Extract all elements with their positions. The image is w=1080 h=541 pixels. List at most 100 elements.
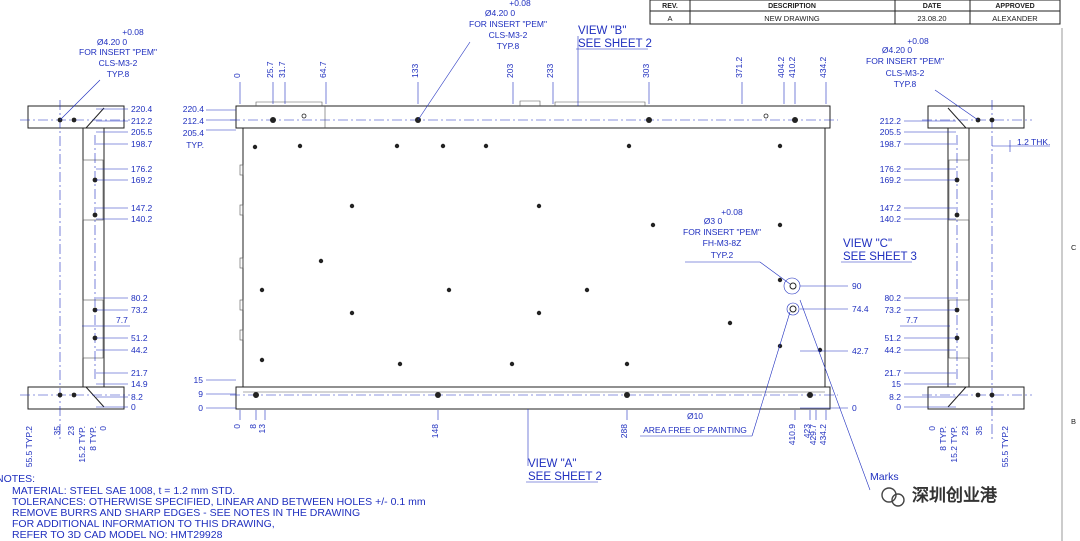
watermark: 深圳创业港	[881, 485, 998, 507]
svg-text:FH-M3-8Z: FH-M3-8Z	[703, 238, 742, 248]
hole-16	[349, 310, 355, 316]
hole-4	[483, 143, 489, 149]
view-a-reference: VIEW "A" SEE SHEET 2	[526, 409, 602, 483]
hole-7	[349, 203, 355, 209]
svg-text:SEE SHEET 2: SEE SHEET 2	[578, 38, 652, 50]
svg-text:CLS-M3-2: CLS-M3-2	[489, 30, 528, 40]
left-side-x-dim-4: 8 TYP.	[88, 426, 98, 451]
note-tolerances: TOLERANCES: OTHERWISE SPECIFIED, LINEAR …	[12, 496, 426, 508]
main-right-dim-3: 0	[852, 403, 857, 413]
view-b-reference: VIEW "B" SEE SHEET 2	[576, 25, 652, 106]
svg-text:VIEW "A": VIEW "A"	[528, 458, 576, 470]
hole-21	[509, 361, 515, 367]
right-side-dim-12: 15	[892, 379, 902, 389]
hole-6	[777, 143, 783, 149]
bottom-dim-1: 8	[248, 424, 258, 429]
left-side-small-dim: 7.7	[116, 315, 128, 325]
svg-text:CLS-M3-2: CLS-M3-2	[886, 68, 925, 78]
svg-text:SEE SHEET 3: SEE SHEET 3	[843, 251, 917, 263]
bottom-dim-6: 423	[802, 424, 812, 438]
right-side-x-dim-4: 35	[974, 426, 984, 436]
left-side-dim-1: 212.2	[131, 116, 153, 126]
right-side-dim-1: 205.5	[880, 127, 902, 137]
right-side-dim-14: 0	[896, 402, 901, 412]
svg-text:TYP.8: TYP.8	[497, 41, 520, 51]
thickness-callout: 1.2 THK.	[992, 137, 1050, 152]
marks-label: Marks	[870, 471, 899, 483]
right-side-holes	[954, 117, 995, 398]
edge-slot-3	[239, 299, 244, 311]
hole-10	[777, 222, 783, 228]
hole-22	[624, 361, 630, 367]
hole-19	[259, 357, 265, 363]
hole-2	[394, 143, 400, 149]
left-side-dim-5: 169.2	[131, 175, 153, 185]
svg-text:1.2 THK.: 1.2 THK.	[1017, 137, 1050, 147]
left-side-dim-6: 147.2	[131, 203, 153, 213]
svg-text:TYP.2: TYP.2	[711, 250, 734, 260]
edge-slot-4	[239, 329, 244, 341]
top-dim-1: 25.7	[265, 61, 275, 78]
svg-text:FOR INSERT "PEM": FOR INSERT "PEM"	[683, 227, 761, 237]
fh-insert-callout: +0.08 Ø3 0 FOR INSERT "PEM" FH-M3-8Z TYP…	[683, 207, 801, 316]
left-side-dim-2: 205.5	[131, 127, 153, 137]
left-side-view	[20, 100, 130, 440]
right-side-dim-11: 21.7	[884, 368, 901, 378]
right-insert-callout: +0.08 Ø4.20 0 FOR INSERT "PEM" CLS-M3-2 …	[866, 36, 979, 121]
left-side-dim-14: 8.2	[131, 392, 143, 402]
notes-heading: NOTES:	[0, 473, 35, 485]
left-side-dim-3: 198.7	[131, 139, 153, 149]
top-dim-2: 31.7	[277, 61, 287, 78]
left-side-dim-4: 176.2	[131, 164, 153, 174]
svg-text:Ø4.20 0: Ø4.20 0	[882, 45, 913, 55]
main-left-dim-1: 212.4	[183, 116, 205, 126]
top-dim-9: 404.2	[776, 56, 786, 78]
left-side-dim-11: 44.2	[131, 345, 148, 355]
hole-3	[440, 143, 446, 149]
main-left-dim-3: TYP.	[186, 140, 204, 150]
left-insert-callout: +0.08 Ø4.20 0 FOR INSERT "PEM" CLS-M3-2 …	[59, 27, 157, 121]
left-side-x-dim-0: 55.5 TYP.2	[24, 426, 34, 468]
hole-15	[777, 277, 783, 283]
right-side-dim-13: 8.2	[889, 392, 901, 402]
bottom-dim-4: 288	[619, 424, 629, 438]
main-part-view	[230, 100, 838, 410]
svg-text:AREA FREE OF PAINTING: AREA FREE OF PAINTING	[643, 425, 747, 435]
small-top-hole-b	[763, 113, 769, 119]
right-hole-7	[954, 335, 960, 341]
right-side-dim-4: 169.2	[880, 175, 902, 185]
left-hole-5	[92, 212, 98, 218]
hole-17	[536, 310, 542, 316]
left-hole-6	[92, 307, 98, 313]
top-dim-4: 133	[410, 64, 420, 78]
drawing-notes: NOTES: MATERIAL: STEEL SAE 1008, t = 1.2…	[0, 473, 426, 541]
right-side-dim-2: 198.7	[880, 139, 902, 149]
edge-slot-0	[239, 164, 244, 176]
right-hole-5	[954, 212, 960, 218]
right-hole-3	[975, 392, 981, 398]
svg-text:Ø4.20 0: Ø4.20 0	[485, 8, 516, 18]
svg-text:Ø10: Ø10	[687, 411, 703, 421]
bottom-dim-0: 0	[232, 424, 242, 429]
view-c-reference: VIEW "C" SEE SHEET 3	[841, 238, 917, 263]
insert-hole-5	[435, 392, 441, 398]
main-right-dim-0: 90	[852, 281, 862, 291]
hole-13	[446, 287, 452, 293]
svg-text:+0.08: +0.08	[907, 36, 929, 46]
hole-12	[259, 287, 265, 293]
top-dim-7: 303	[641, 64, 651, 78]
insert-hole-4	[253, 392, 259, 398]
svg-text:+0.08: +0.08	[721, 207, 743, 217]
hole-14	[584, 287, 590, 293]
left-side-dim-13: 14.9	[131, 379, 148, 389]
left-hole-7	[92, 335, 98, 341]
left-side-holes	[57, 117, 98, 398]
right-hole-6	[954, 307, 960, 313]
right-side-x-dim-0: 0	[927, 426, 937, 431]
watermark-text: 深圳创业港	[912, 485, 998, 505]
top-dim-10: 410.2	[787, 56, 797, 78]
